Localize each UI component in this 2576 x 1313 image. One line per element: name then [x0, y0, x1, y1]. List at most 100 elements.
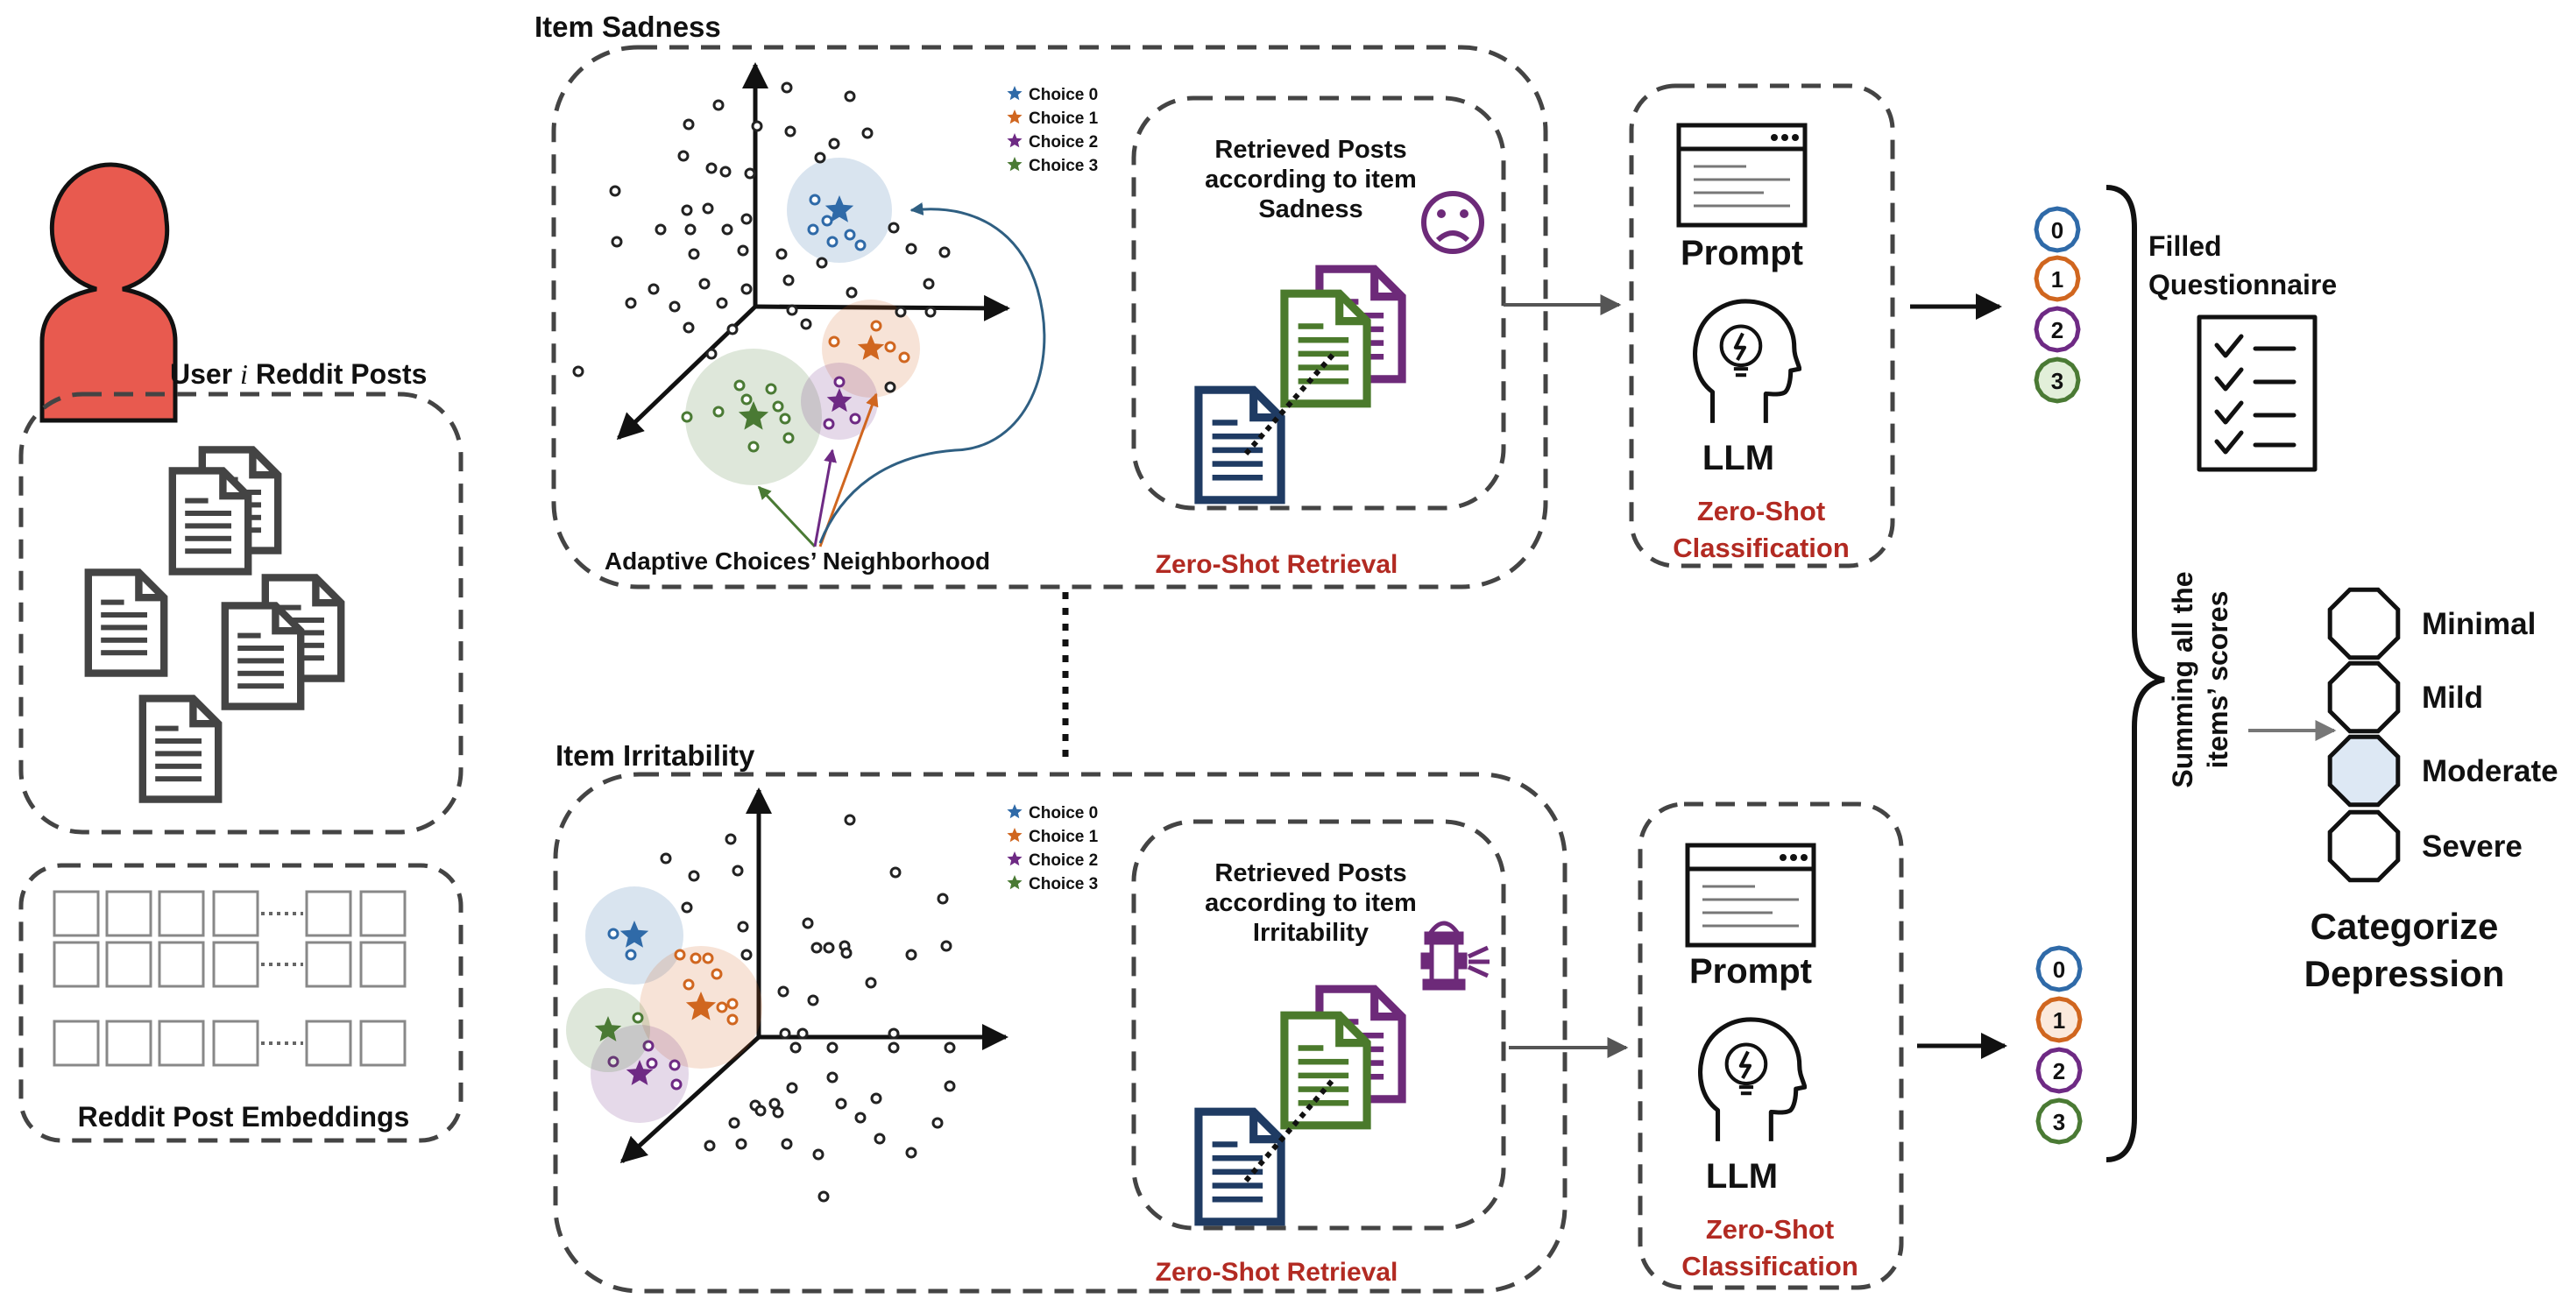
irritability-classification-line1: Zero-Shot: [1706, 1214, 1834, 1245]
neighbor-point: [849, 413, 861, 425]
neighbor-point: [898, 351, 910, 364]
retrieved-doc-green-icon: [1284, 1015, 1367, 1126]
post-point: [865, 977, 877, 989]
post-point: [725, 833, 737, 845]
choice-0-badge: [2034, 206, 2081, 253]
post-point: [854, 1112, 867, 1124]
legend-label-0: Choice 0: [1029, 804, 1098, 822]
legend-star-icon: [1007, 157, 1023, 172]
category-severe-label: Severe: [2422, 829, 2523, 864]
post-point: [751, 120, 763, 132]
user-post-documents: [88, 449, 341, 799]
post-point: [789, 1041, 802, 1054]
irritability-retrieved-documents: [1199, 989, 1402, 1222]
category-moderate-label: Moderate: [2422, 754, 2558, 788]
choice-0-label: 0: [2053, 957, 2065, 983]
sadness-title: Item Sadness: [534, 11, 721, 43]
post-point: [905, 1147, 917, 1159]
post-point: [781, 81, 793, 94]
neighbor-point: [833, 376, 846, 388]
neighbor-point: [669, 1059, 681, 1071]
post-point: [940, 940, 952, 952]
post-point: [660, 852, 672, 865]
irritability-title: Item Irritability: [556, 739, 755, 772]
legend-label-1: Choice 1: [1029, 828, 1099, 846]
neighbor-point: [690, 952, 702, 964]
post-point: [768, 1098, 781, 1110]
post-point: [609, 185, 621, 197]
filled-label-line1: Filled: [2148, 230, 2222, 262]
post-point: [889, 866, 902, 879]
post-point: [905, 243, 917, 255]
neighbor-point: [670, 1078, 683, 1091]
neighbor-point: [607, 1055, 619, 1068]
choice-centroid-star: [857, 335, 885, 360]
post-point: [683, 321, 695, 334]
post-point: [779, 1027, 791, 1040]
irritability-retrieved-line3: Irritability: [1253, 919, 1369, 947]
neighbor-point: [807, 223, 819, 236]
embedding-cell: [158, 890, 205, 937]
choice-1-label: 1: [2053, 1007, 2065, 1034]
neighbor-point: [740, 393, 753, 406]
embedding-cell: [359, 1020, 407, 1067]
embedding-cell: [53, 890, 100, 937]
post-point: [737, 244, 749, 257]
neighbor-point: [765, 383, 777, 395]
neighbor-point: [726, 998, 739, 1010]
post-point: [802, 917, 814, 929]
summing-brace: [2105, 185, 2165, 1162]
post-document-icon: [88, 572, 164, 673]
post-document-icon: [225, 605, 301, 706]
sadness-llm-label: LLM: [1702, 439, 1774, 477]
choice-1-badge: [2034, 255, 2081, 302]
sadness-retrieved-documents: [1199, 269, 1402, 500]
neighbor-point: [747, 441, 760, 453]
neighbor-point: [646, 1057, 658, 1069]
sadness-retrieval-label: Zero-Shot Retrieval: [1156, 550, 1398, 579]
post-point: [888, 1041, 900, 1054]
neighbor-point: [823, 418, 835, 430]
post-point: [786, 304, 798, 316]
irritability-llm-panel: [1638, 801, 1904, 1290]
post-point: [844, 90, 856, 102]
post-point: [784, 125, 796, 138]
neighbor-point: [733, 379, 746, 392]
post-point: [812, 1148, 824, 1161]
category-minimal-label: Minimal: [2422, 607, 2536, 641]
choice-3-badge: [2035, 1098, 2083, 1145]
choice-1-label: 1: [2051, 266, 2063, 293]
embedding-cell: [305, 941, 352, 988]
choice-centroid-star: [738, 401, 769, 430]
neighbor-point: [711, 968, 723, 980]
llm-head-icon: [1695, 301, 1800, 423]
choice-centroid-star: [594, 1016, 622, 1041]
post-point: [754, 1105, 767, 1117]
embeddings-box: [18, 863, 464, 1143]
embedding-cell: [53, 941, 100, 988]
post-point: [937, 893, 949, 905]
choice-1-badge: [2035, 996, 2083, 1043]
embedding-cell: [105, 1020, 152, 1067]
legend-label-2: Choice 2: [1029, 133, 1098, 152]
post-point: [740, 949, 753, 961]
neighbor-point: [726, 1013, 739, 1026]
embeddings-label: Reddit Post Embeddings: [78, 1101, 410, 1133]
post-point: [684, 223, 697, 236]
categorize-line2: Depression: [2304, 953, 2505, 994]
post-point: [944, 1041, 956, 1054]
embedding-cell: [105, 941, 152, 988]
retrieved-doc-green-icon: [1284, 293, 1367, 404]
sadness-classification-line1: Zero-Shot: [1697, 496, 1825, 526]
post-point: [817, 1190, 830, 1203]
legend-label-2: Choice 2: [1029, 851, 1098, 870]
irritability-retrieval-box: [1131, 819, 1506, 1231]
neighbor-point: [681, 411, 693, 423]
post-point: [688, 870, 700, 882]
neighbor-point: [844, 229, 856, 241]
post-point: [744, 167, 756, 180]
post-point: [938, 246, 951, 258]
